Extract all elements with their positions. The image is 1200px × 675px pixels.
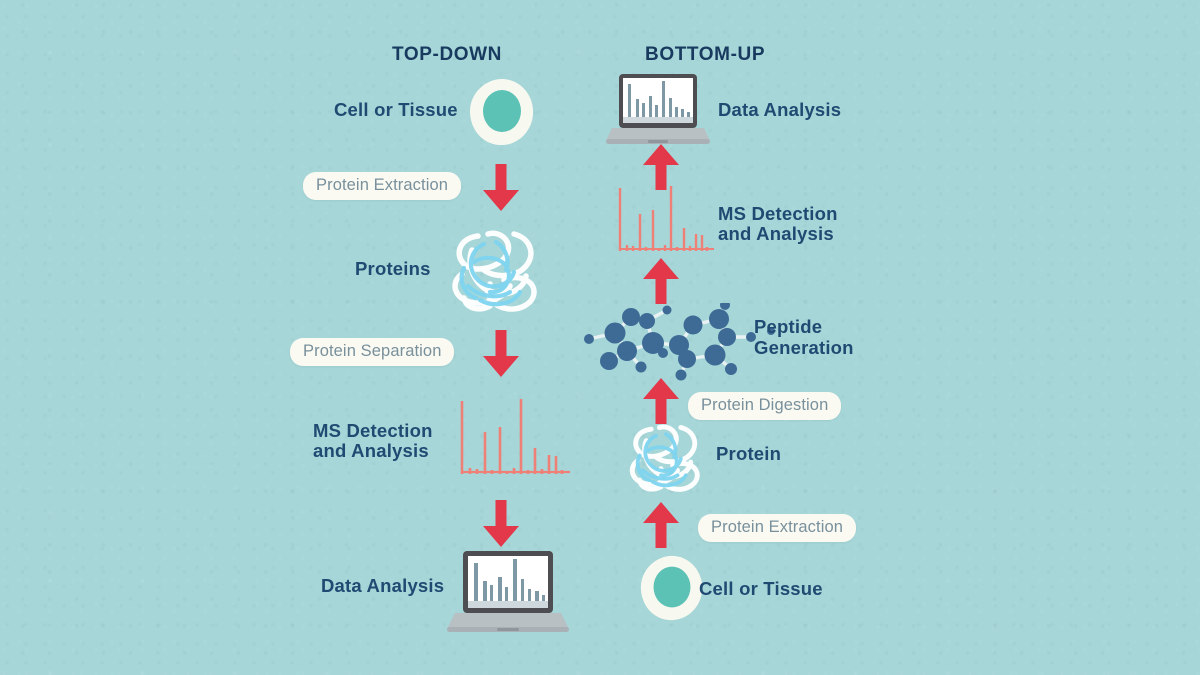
bu-step-label-ms-detection: MS Detection and Analysis xyxy=(718,204,838,244)
laptop-icon-top-down xyxy=(447,549,569,646)
td-arrow-down-3 xyxy=(481,500,521,553)
bu-step-label-peptide-generation: Peptide Generation xyxy=(754,316,854,358)
td-process-protein-separation: Protein Separation xyxy=(290,338,455,366)
bu-arrow-up-2 xyxy=(641,258,681,309)
cell-icon-bottom-up xyxy=(637,552,707,629)
td-ms-label-line1: MS Detection xyxy=(313,420,433,441)
bu-ms-label-line1: MS Detection xyxy=(718,203,838,224)
bu-step-label-cell-or-tissue: Cell or Tissue xyxy=(699,578,823,599)
bu-step-label-protein: Protein xyxy=(716,443,782,464)
protein-tangle-icon xyxy=(444,220,548,327)
td-arrow-down-1 xyxy=(481,164,521,217)
bu-arrow-up-3 xyxy=(641,378,681,429)
bu-step-label-data-analysis: Data Analysis xyxy=(718,99,842,120)
bu-peptide-label-line1: Peptide xyxy=(754,316,823,337)
bu-arrow-up-4 xyxy=(641,502,681,553)
mass-spectrum-icon-top-down xyxy=(458,398,570,479)
bu-process-protein-digestion: Protein Digestion xyxy=(688,392,842,420)
td-step-label-cell-or-tissue: Cell or Tissue xyxy=(334,99,458,120)
laptop-icon-bottom-up xyxy=(606,72,710,157)
column-heading-bottom-up: BOTTOM-UP xyxy=(645,44,766,65)
bu-peptide-label-line2: Generation xyxy=(754,337,854,358)
td-arrow-down-2 xyxy=(481,330,521,383)
bu-arrow-up-1 xyxy=(641,144,681,195)
column-heading-top-down: TOP-DOWN xyxy=(392,44,502,65)
bu-process-protein-extraction: Protein Extraction xyxy=(698,514,857,542)
td-step-label-ms-detection: MS Detection and Analysis xyxy=(313,421,433,461)
mass-spectrum-icon-bottom-up xyxy=(616,185,714,256)
td-ms-label-line2: and Analysis xyxy=(313,440,429,461)
td-step-label-proteins: Proteins xyxy=(355,258,431,279)
protein-tangle-icon-bottom-up xyxy=(623,416,709,505)
bu-ms-label-line2: and Analysis xyxy=(718,223,834,244)
cell-icon xyxy=(466,76,538,153)
peptide-molecule-icon xyxy=(575,300,845,388)
td-step-label-data-analysis: Data Analysis xyxy=(321,575,445,596)
td-process-protein-extraction: Protein Extraction xyxy=(303,172,462,200)
